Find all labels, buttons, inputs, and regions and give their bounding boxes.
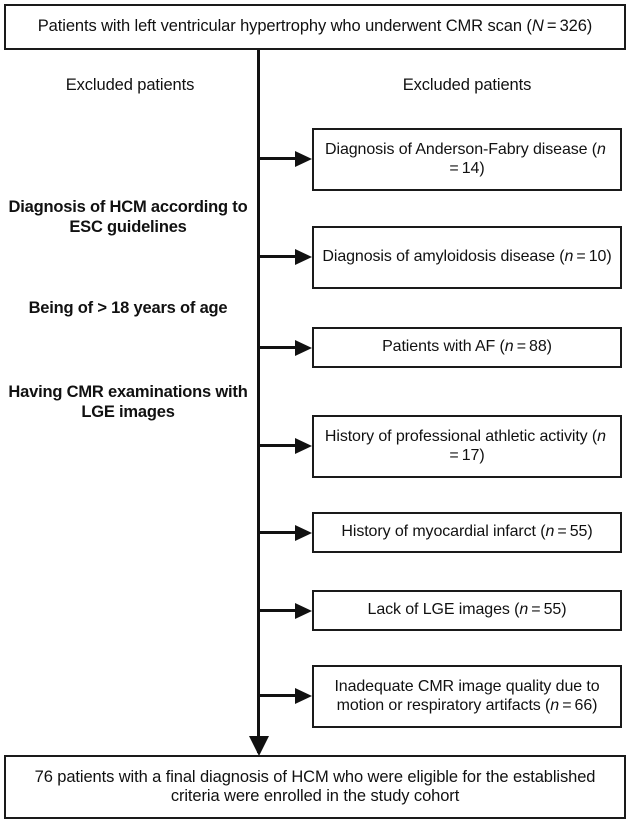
exclusion-box-1: Diagnosis of amyloidosis disease (n = 10… xyxy=(312,226,622,289)
inclusion-criterion-1: Being of > 18 years of age xyxy=(28,299,228,317)
exclusion-box-0: Diagnosis of Anderson-Fabry disease (n =… xyxy=(312,128,622,191)
exclusion-box-2: Patients with AF (n = 88) xyxy=(312,327,622,368)
arrow-head-6 xyxy=(295,688,312,704)
arrow-head-3 xyxy=(295,438,312,454)
exclusion-text-4: History of myocardial infarct (n = 55) xyxy=(341,523,593,541)
final-cohort-text: 76 patients with a final diagnosis of HC… xyxy=(34,767,596,805)
connector-line-1 xyxy=(259,255,295,258)
inclusion-criterion-0: Diagnosis of HCM according to ESC guidel… xyxy=(8,198,248,236)
connector-line-0 xyxy=(259,157,295,160)
top-cohort-text: Patients with left ventricular hypertrop… xyxy=(37,17,593,36)
top-cohort-box: Patients with left ventricular hypertrop… xyxy=(4,4,626,50)
arrow-head-5 xyxy=(295,603,312,619)
exclusion-box-5: Lack of LGE images (n = 55) xyxy=(312,590,622,631)
connector-line-3 xyxy=(259,444,295,447)
arrow-head-2 xyxy=(295,340,312,356)
inclusion-criterion-2: Having CMR examinations with LGE images xyxy=(8,383,248,421)
connector-line-5 xyxy=(259,609,295,612)
arrow-head-1 xyxy=(295,249,312,265)
exclusion-text-2: Patients with AF (n = 88) xyxy=(382,338,552,356)
exclusion-text-5: Lack of LGE images (n = 55) xyxy=(367,601,567,619)
arrow-head-0 xyxy=(295,151,312,167)
arrow-head-down xyxy=(249,736,269,756)
exclusion-box-4: History of myocardial infarct (n = 55) xyxy=(312,512,622,553)
right-column-heading: Excluded patients xyxy=(402,76,532,94)
connector-line-4 xyxy=(259,531,295,534)
exclusion-text-6: Inadequate CMR image quality due to moti… xyxy=(334,677,600,714)
exclusion-text-1: Diagnosis of amyloidosis disease (n = 10… xyxy=(322,248,612,266)
exclusion-text-0: Diagnosis of Anderson-Fabry disease (n =… xyxy=(325,140,609,177)
exclusion-box-6: Inadequate CMR image quality due to moti… xyxy=(312,665,622,728)
connector-line-2 xyxy=(259,346,295,349)
final-cohort-box: 76 patients with a final diagnosis of HC… xyxy=(4,755,626,819)
left-column-heading: Excluded patients xyxy=(65,76,195,94)
exclusion-box-3: History of professional athletic activit… xyxy=(312,415,622,478)
main-vertical-connector xyxy=(257,50,260,753)
arrow-head-4 xyxy=(295,525,312,541)
exclusion-text-3: History of professional athletic activit… xyxy=(324,427,610,464)
connector-line-6 xyxy=(259,694,295,697)
